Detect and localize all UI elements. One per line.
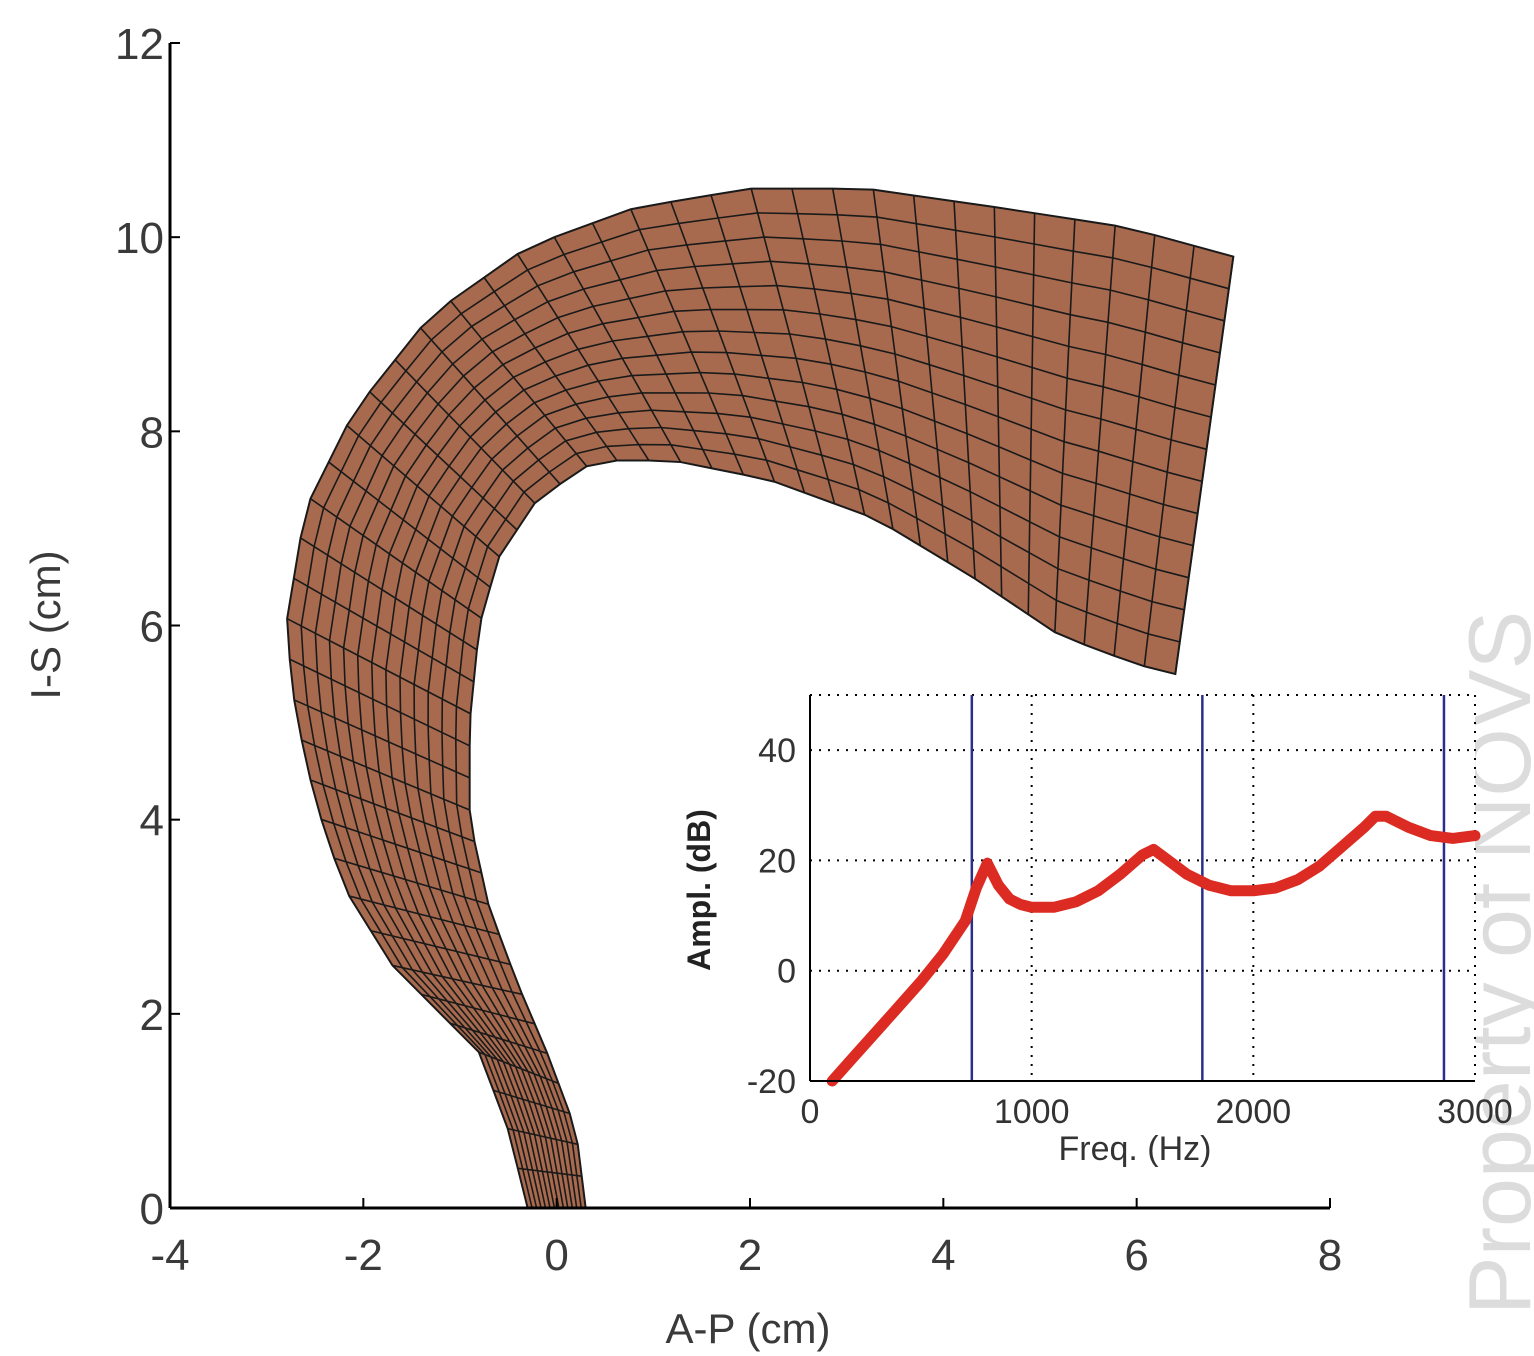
mesh-longitudinal-line <box>399 371 1198 1209</box>
inset-x-tick-group: 0 1000 2000 3000 <box>801 1093 1513 1131</box>
mesh-rung <box>591 222 713 469</box>
x-tick-group: -4 -2 0 2 4 6 8 <box>150 1198 1342 1280</box>
inset-x-tick-label: 1000 <box>994 1093 1070 1131</box>
mesh-rung <box>1143 245 1195 667</box>
mesh-rung <box>483 277 618 461</box>
x-tick-label: -4 <box>150 1231 189 1280</box>
mesh-rung <box>419 327 561 485</box>
mesh-longitudinal-line <box>413 392 1194 1209</box>
mesh-rung <box>553 236 682 463</box>
mesh-rung <box>392 964 523 996</box>
inset-x-tick-label: 2000 <box>1216 1093 1292 1131</box>
spectrum-line <box>826 810 1481 1087</box>
x-tick-label: 6 <box>1124 1231 1148 1280</box>
y-tick-label: 12 <box>115 20 164 69</box>
y-axis-label: I-S (cm) <box>22 550 69 699</box>
x-tick-label: -2 <box>344 1231 383 1280</box>
vocal-tract-mesh <box>286 187 1235 1209</box>
mesh-longitudinal-line <box>328 260 1221 1209</box>
x-tick-label: 8 <box>1318 1231 1342 1280</box>
y-tick-label: 8 <box>140 408 164 457</box>
inset-y-axis-label: Ampl. (dB) <box>681 809 717 971</box>
inset-x-axis-label: Freq. (Hz) <box>1059 1130 1212 1168</box>
y-tick-label: 0 <box>140 1185 164 1234</box>
mesh-longitudinal-line <box>314 236 1225 1209</box>
mesh-rung <box>630 208 745 475</box>
mesh-rung <box>791 188 866 515</box>
mesh-rung <box>831 188 894 530</box>
y-tick-label: 6 <box>140 603 164 652</box>
y-tick-label: 2 <box>140 991 164 1040</box>
y-tick-label: 4 <box>140 797 164 846</box>
mesh-longitudinal-line <box>454 443 1180 1209</box>
mesh-rung <box>1054 219 1076 633</box>
y-tick-label: 10 <box>115 214 164 263</box>
mesh-rung <box>286 617 471 715</box>
mesh-rung <box>300 537 478 651</box>
mesh-rung <box>710 194 806 493</box>
mesh-rung <box>321 818 482 874</box>
mesh-rung <box>953 201 976 579</box>
mesh-longitudinal-line <box>385 351 1203 1209</box>
mesh-rung <box>346 424 500 558</box>
x-tick-label: 0 <box>544 1231 568 1280</box>
mesh-longitudinal-line <box>370 330 1207 1209</box>
mesh-longitudinal-line <box>342 284 1216 1209</box>
mesh-rung <box>1113 234 1156 656</box>
inset-y-tick-group: -20 0 20 40 <box>747 732 796 1101</box>
mesh-rung <box>912 195 949 563</box>
mesh-rung <box>516 253 650 461</box>
mesh-rung <box>328 461 491 588</box>
mesh-rung <box>493 1089 570 1115</box>
inset-y-tick-label: -20 <box>747 1063 796 1101</box>
mesh-rung <box>394 359 536 504</box>
mesh-rung <box>750 188 836 504</box>
inset-y-tick-label: 0 <box>777 953 796 991</box>
inset-y-tick-label: 40 <box>758 732 796 770</box>
mesh-rung <box>1083 225 1116 645</box>
mesh-rung <box>1174 256 1235 675</box>
x-tick-label: 4 <box>931 1231 955 1280</box>
mesh-longitudinal-line <box>356 308 1212 1209</box>
mesh-longitudinal-line <box>427 409 1189 1209</box>
x-axis-label: A-P (cm) <box>666 1305 831 1352</box>
mesh-rung <box>301 739 470 811</box>
y-tick-group: 0 2 4 6 8 10 12 <box>115 20 180 1234</box>
mesh-rung <box>310 779 475 843</box>
mesh-rung <box>993 207 1003 597</box>
inset-y-tick-label: 20 <box>758 842 796 880</box>
mesh-rung <box>310 498 482 619</box>
mesh-rung <box>289 658 471 747</box>
mesh-rung <box>334 857 489 905</box>
x-tick-label: 2 <box>738 1231 762 1280</box>
spectrum-series <box>826 810 1481 1087</box>
mesh-longitudinal-line <box>441 426 1185 1209</box>
mesh-rung <box>1027 213 1036 615</box>
mesh-rung <box>349 895 500 936</box>
mesh-rung <box>421 993 535 1025</box>
mesh-rung <box>370 929 511 966</box>
mesh-rung <box>507 1127 578 1146</box>
mesh-longitudinal-line <box>300 212 1230 1209</box>
inset-x-tick-label: 3000 <box>1437 1093 1513 1131</box>
inset-background <box>810 695 1475 1081</box>
inset-x-tick-label: 0 <box>801 1093 820 1131</box>
mesh-rung <box>450 300 588 467</box>
mesh-rung <box>293 577 475 683</box>
mesh-rung <box>293 699 470 779</box>
inset-grid <box>810 694 1476 1081</box>
mesh-rung <box>369 391 518 531</box>
mesh-rung <box>670 201 776 483</box>
mesh-rung <box>872 189 922 546</box>
